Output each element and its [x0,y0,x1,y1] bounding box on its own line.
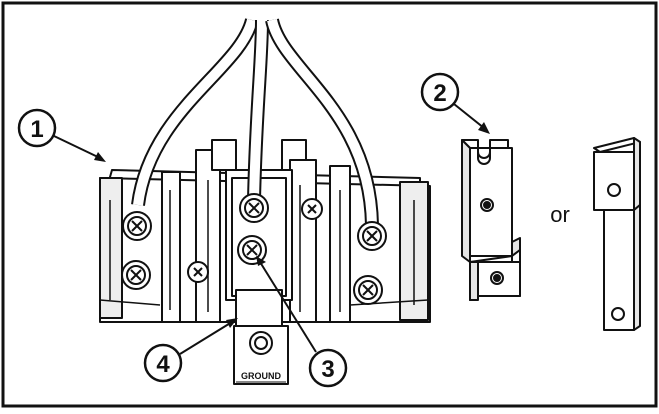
callout-4-number: 4 [156,351,170,378]
callout-3: 3 [256,256,348,388]
screw-center-top [239,193,269,223]
screw-bottom-left [121,260,151,290]
screw-mid-left [187,261,209,283]
callout-1: 1 [17,108,106,162]
jumper-strap-a [461,139,521,301]
callout-3-number: 3 [321,356,334,383]
screw-center-bottom [237,235,267,265]
screw-top-left [122,211,152,241]
terminal-screws [121,193,387,305]
jumper-strap-b [593,137,641,331]
ground-screw [249,331,273,355]
screw-top-right [357,221,387,251]
terminal-block-slots [99,180,429,312]
callout-1-number: 1 [30,116,43,143]
or-label: or [550,202,570,227]
callout-2-number: 2 [433,80,446,107]
ground-label: GROUND [241,371,281,381]
callout-4: 4 [143,318,238,383]
wires [131,17,379,226]
screw-bottom-right [353,275,383,305]
screw-mid-right [301,198,323,220]
callout-2: 2 [420,72,490,134]
